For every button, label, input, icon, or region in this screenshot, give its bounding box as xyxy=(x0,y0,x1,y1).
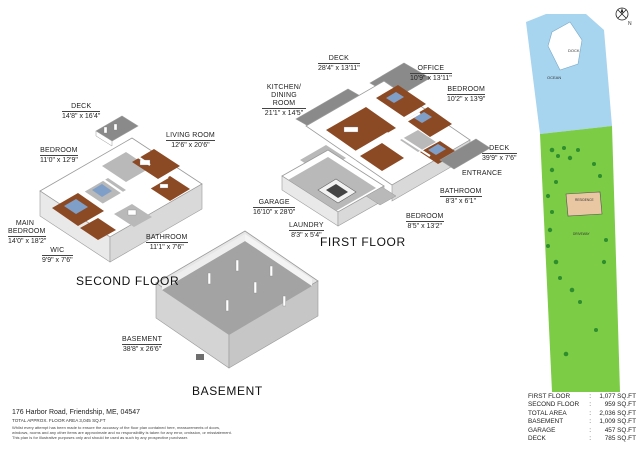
property-address: 176 Harbor Road, Friendship, ME, 04547 xyxy=(12,409,141,416)
area-summary-table: FIRST FLOOR:1,077 SQ.FT SECOND FLOOR:959… xyxy=(528,393,636,443)
total-approx-area: TOTAL APPROX. FLOOR AREA 3,045 SQ.FT xyxy=(12,418,106,423)
disclaimer-text: Whilst every attempt has been made to en… xyxy=(12,425,232,440)
second-floor-title: SECOND FLOOR xyxy=(76,274,180,288)
car-icon xyxy=(317,178,357,204)
second-floor-model xyxy=(39,115,203,263)
basement-title: BASEMENT xyxy=(192,384,263,398)
dock-outline xyxy=(547,21,583,71)
area-row: FIRST FLOOR:1,077 SQ.FT xyxy=(528,393,636,400)
compass-icon xyxy=(615,7,629,21)
site-label-residence: RESIDENCE xyxy=(575,198,594,202)
area-row: SECOND FLOOR:959 SQ.FT xyxy=(528,401,636,409)
area-row: TOTAL AREA:2,036 SQ.FT xyxy=(528,409,636,417)
area-row: GARAGE:457 SQ.FT xyxy=(528,426,636,434)
site-label-dock: DOCK xyxy=(568,48,580,53)
land-area xyxy=(540,126,620,392)
area-row: BASEMENT:1,009 SQ.FT xyxy=(528,418,636,426)
site-label-ocean: OCEAN xyxy=(547,75,562,80)
basement-floor-model xyxy=(155,230,319,369)
compass-north-label: N xyxy=(628,21,632,27)
residence-footprint xyxy=(565,191,603,217)
site-plan xyxy=(526,14,620,392)
area-row: DECK:785 SQ.FT xyxy=(528,435,636,443)
first-floor-model xyxy=(281,62,491,227)
room-label-entrance: ENTRANCE xyxy=(462,170,503,177)
tree-markers xyxy=(545,146,608,357)
site-label-driveway: DRIVEWAY xyxy=(573,232,590,236)
first-floor-title: FIRST FLOOR xyxy=(320,235,406,249)
ocean-area xyxy=(526,14,612,134)
